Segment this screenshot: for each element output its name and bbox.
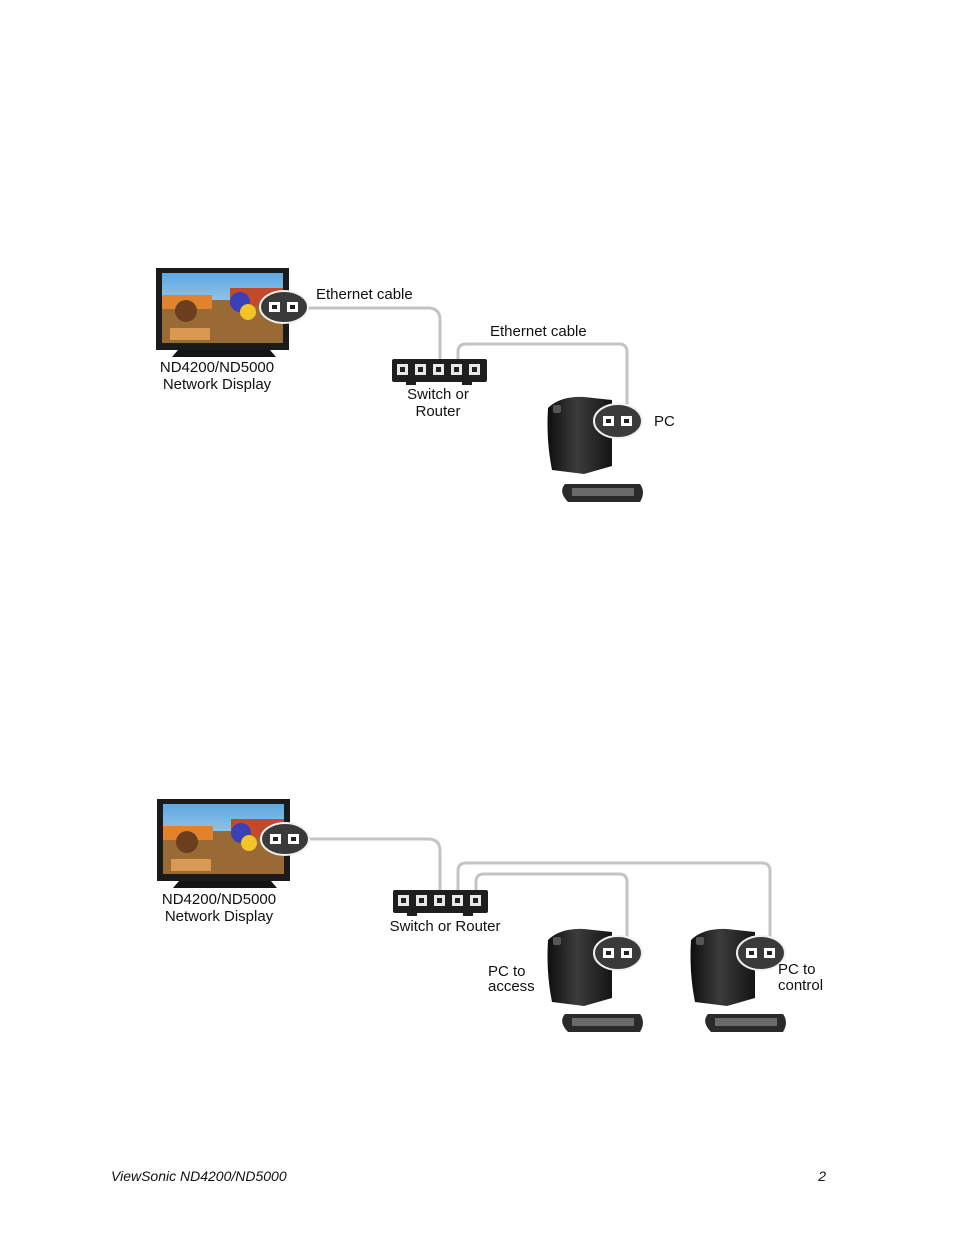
pc-port-bubble — [593, 403, 643, 439]
display-label-line1: ND4200/ND5000 — [160, 359, 274, 376]
display-label-line2: Network Display — [163, 376, 272, 393]
switch-label-line2: Router — [415, 403, 460, 420]
keyboard-control — [705, 1014, 786, 1032]
switch-label-line1: Switch or — [407, 386, 469, 403]
pc-control-label-line1: PC to — [778, 961, 816, 978]
network-diagram-two-pcs: ND4200/ND5000 Network Display Switch or … — [157, 799, 823, 1032]
pc-access-port-bubble — [593, 935, 643, 971]
switch-label: Switch or Router — [390, 918, 501, 935]
ethernet-cable-switch-to-pc-control — [456, 861, 772, 953]
switch-router-device — [392, 359, 487, 385]
display-port-bubble — [260, 822, 310, 856]
footer-page-number: 2 — [818, 1168, 826, 1184]
ethernet-cable-display-to-switch — [298, 306, 442, 368]
ethernet-cable-display-to-switch — [298, 837, 442, 900]
footer-product-name: ViewSonic ND4200/ND5000 — [111, 1168, 287, 1184]
display-port-bubble — [259, 290, 309, 324]
keyboard — [562, 484, 643, 502]
display-label-line2: Network Display — [165, 908, 274, 925]
keyboard-access — [562, 1014, 643, 1032]
pc-access-label-line2: access — [488, 978, 535, 995]
ethernet-cable-label-1: Ethernet cable — [316, 286, 413, 303]
ethernet-cable-switch-to-pc — [456, 342, 629, 421]
network-diagram-single-pc: Ethernet cable Ethernet cable ND4200/ND5… — [156, 268, 675, 502]
display-label-line1: ND4200/ND5000 — [162, 891, 276, 908]
pc-control-port-bubble — [736, 935, 786, 971]
pc-label: PC — [654, 413, 675, 430]
pc-control-label-line2: control — [778, 977, 823, 994]
ethernet-cable-label-2: Ethernet cable — [490, 323, 587, 340]
switch-router-device — [393, 890, 488, 916]
pc-access-label-line1: PC to — [488, 963, 526, 980]
ethernet-cable-switch-to-pc-access — [474, 872, 629, 953]
